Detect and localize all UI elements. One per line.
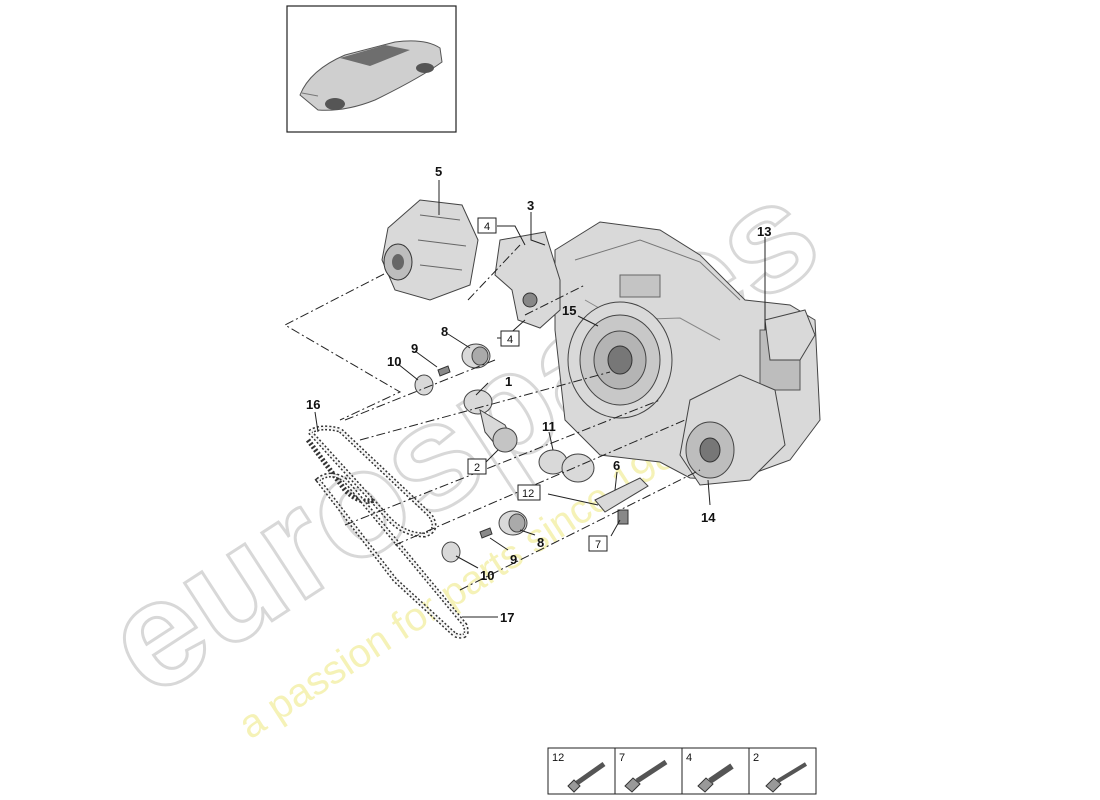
leader-lines <box>283 180 766 618</box>
bracket <box>494 231 561 329</box>
boxed-ref-7: 7 <box>588 535 608 552</box>
callout-1: 1 <box>505 374 512 389</box>
ac-compressor <box>679 374 786 486</box>
boxed-ref-4-lower: 4 <box>500 330 520 347</box>
svg-text:4: 4 <box>686 752 692 764</box>
cap-lower <box>441 541 461 563</box>
bolt-icon <box>697 763 734 793</box>
legend-cell-7: 7 <box>619 752 668 793</box>
belt-tensioner-lower <box>538 449 595 483</box>
drive-belt-lower <box>314 472 469 639</box>
boxed-ref-4-upper: 4 <box>477 217 497 234</box>
vehicle-thumbnail <box>286 5 457 133</box>
alternator <box>381 199 479 301</box>
svg-text:2: 2 <box>474 462 480 474</box>
svg-text:7: 7 <box>619 752 625 764</box>
housing-part <box>764 309 816 361</box>
svg-text:12: 12 <box>552 752 564 764</box>
crankshaft-pulley <box>567 301 673 419</box>
callout-3: 3 <box>527 198 534 213</box>
legend-cell-2: 2 <box>753 752 808 793</box>
legend-cell-12: 12 <box>552 752 606 793</box>
idler-pulley-lower <box>498 510 528 536</box>
svg-text:4: 4 <box>484 221 490 233</box>
legend-cell-4: 4 <box>686 752 734 793</box>
callout-6: 6 <box>613 458 620 473</box>
bolt-icon <box>567 761 606 793</box>
callout-5: 5 <box>435 164 442 179</box>
callout-16: 16 <box>306 397 320 412</box>
bolt-upper <box>437 365 451 377</box>
callout-9-lower: 9 <box>510 552 517 567</box>
callout-14: 14 <box>701 510 716 525</box>
callout-17: 17 <box>500 610 514 625</box>
boxed-refs: 4 4 2 12 7 <box>467 217 608 552</box>
damper <box>594 477 649 525</box>
svg-text:2: 2 <box>753 752 759 764</box>
callout-9-upper: 9 <box>411 341 418 356</box>
callout-labels: 1 3 5 6 8 8 9 9 10 10 11 13 14 15 16 17 <box>306 164 771 625</box>
boxed-ref-12: 12 <box>517 484 541 501</box>
callout-8-upper: 8 <box>441 324 448 339</box>
fastener-legend: 12 7 4 2 <box>547 747 817 795</box>
callout-13: 13 <box>757 224 771 239</box>
svg-text:4: 4 <box>507 334 513 346</box>
bolt-lower <box>479 527 493 539</box>
callout-15: 15 <box>562 303 576 318</box>
svg-text:7: 7 <box>595 539 601 551</box>
callout-10-lower: 10 <box>480 568 494 583</box>
svg-text:12: 12 <box>522 488 534 500</box>
idler-pulley-upper <box>461 343 491 369</box>
bolt-icon <box>624 759 668 793</box>
boxed-ref-2: 2 <box>467 458 487 475</box>
cap-upper <box>414 374 434 396</box>
callout-11: 11 <box>542 419 556 434</box>
bolt-icon <box>765 762 808 793</box>
callout-10-upper: 10 <box>387 354 401 369</box>
callout-8-lower: 8 <box>537 535 544 550</box>
belt-tensioner <box>463 389 518 453</box>
drive-belt-upper <box>305 425 437 538</box>
